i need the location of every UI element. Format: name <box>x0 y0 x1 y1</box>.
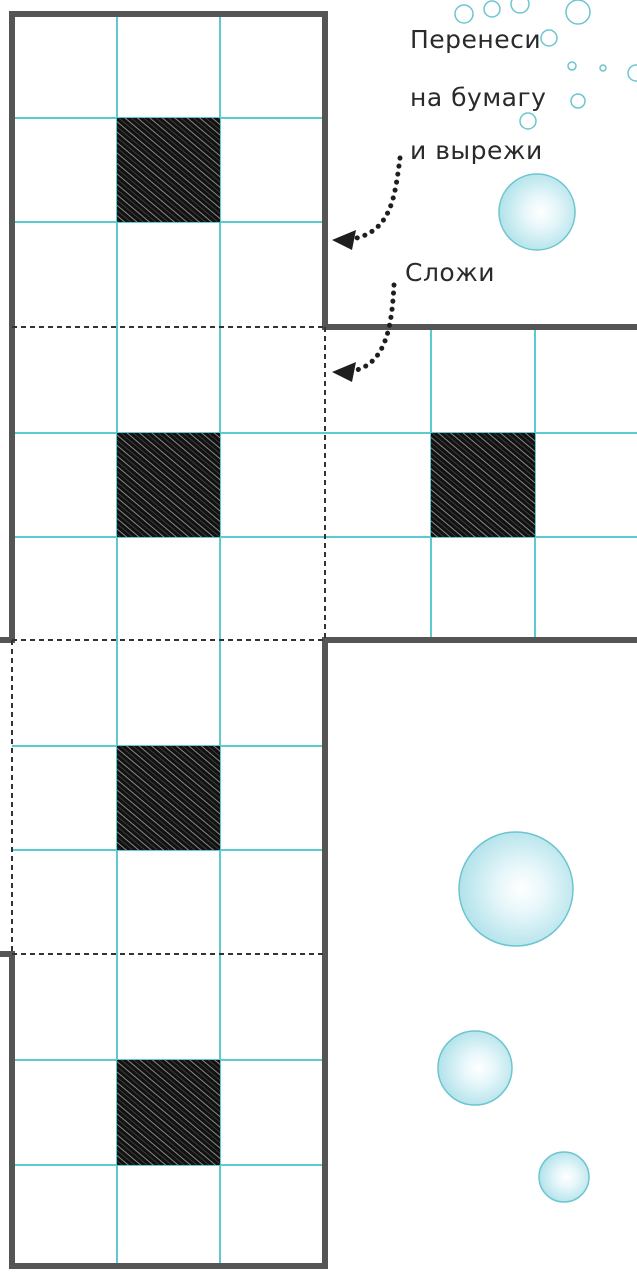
soap-bubble-icon <box>459 832 573 946</box>
filled-square-2 <box>117 433 220 537</box>
instruction-transfer-line-2: на бумагу <box>410 78 546 118</box>
instruction-fold: Сложи <box>405 253 495 293</box>
filled-square-4 <box>117 746 220 850</box>
filled-square-5 <box>117 1060 220 1165</box>
soap-bubble-icon <box>541 30 557 46</box>
instruction-transfer-line-1: Перенеси <box>410 20 541 60</box>
soap-bubble-icon <box>600 65 606 71</box>
bubbles-decoration <box>438 0 637 1202</box>
soap-bubble-icon <box>539 1152 589 1202</box>
filled-square-1 <box>117 118 220 222</box>
dotted-curved-arrow-icon <box>332 158 400 250</box>
dotted-curved-arrow-icon <box>332 285 394 382</box>
filled-square-3 <box>431 433 535 537</box>
soap-bubble-icon <box>511 0 529 13</box>
fold-lines <box>12 327 325 954</box>
soap-bubble-icon <box>571 94 585 108</box>
soap-bubble-icon <box>568 62 576 70</box>
soap-bubble-icon <box>438 1031 512 1105</box>
instruction-transfer-line-3: и вырежи <box>410 131 543 171</box>
soap-bubble-icon <box>566 0 590 24</box>
soap-bubble-icon <box>628 65 637 81</box>
soap-bubble-icon <box>499 174 575 250</box>
soap-bubble-icon <box>484 1 500 17</box>
